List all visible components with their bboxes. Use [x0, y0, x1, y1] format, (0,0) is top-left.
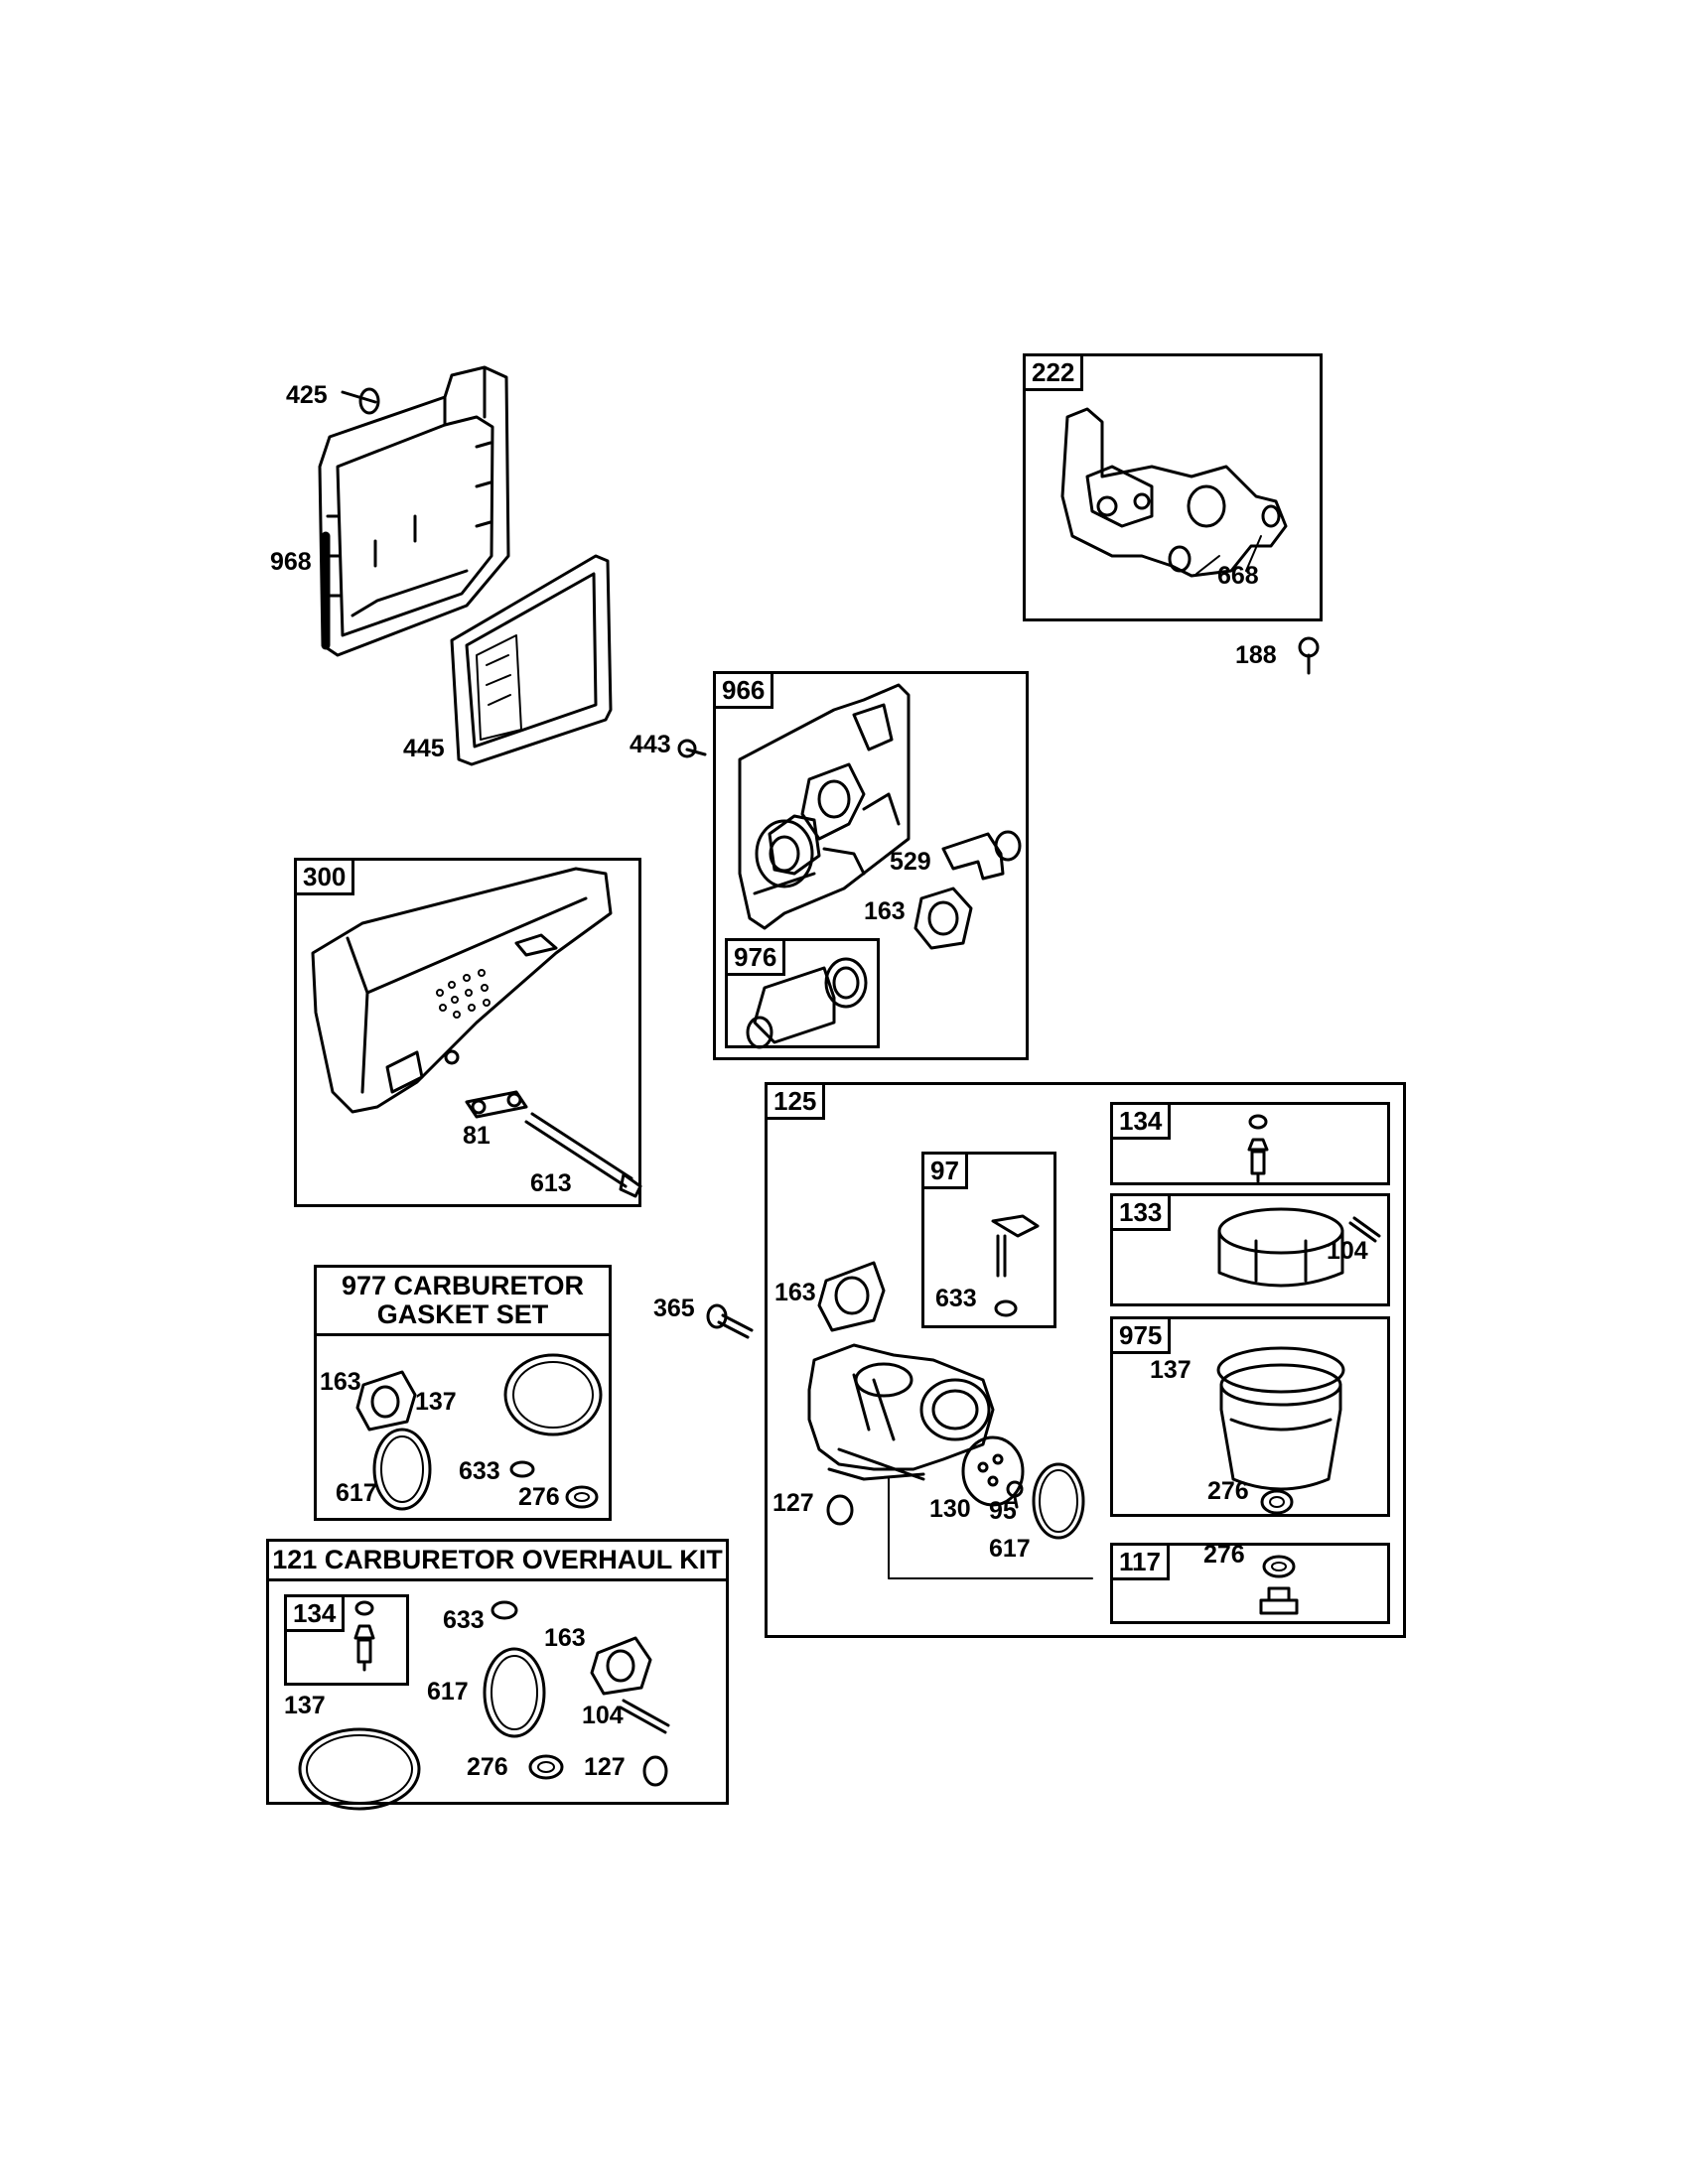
needle-134-drawing	[1247, 1114, 1269, 1183]
part-label-104-box133: 104	[1327, 1237, 1368, 1265]
part-label-163-overhaul: 163	[544, 1624, 586, 1652]
box-977-gasket-set: 977 CARBURETOR GASKET SET	[314, 1265, 612, 1521]
part-label-633-gasket-set: 633	[459, 1457, 500, 1485]
box-117: 117	[1110, 1543, 1390, 1624]
box-134-overhaul-label: 134	[287, 1597, 346, 1632]
box-976: 976	[725, 938, 880, 1048]
part-label-81: 81	[463, 1122, 491, 1150]
box-117-label: 117	[1113, 1546, 1170, 1580]
box-976-label: 976	[728, 941, 786, 976]
washer-276-b-drawing	[1262, 1555, 1296, 1578]
part-label-445: 445	[403, 735, 445, 762]
box-222: 222	[1023, 353, 1323, 621]
shaft-97-drawing	[991, 1214, 1040, 1317]
part-label-613: 613	[530, 1169, 572, 1197]
screw-425-drawing	[341, 387, 380, 415]
screw-95-drawing	[1006, 1480, 1024, 1509]
part-label-127-overhaul: 127	[584, 1753, 626, 1781]
bracket-81-and-pin-613-drawing	[465, 1090, 642, 1198]
governor-bracket-222-drawing	[1060, 407, 1288, 578]
box-133-label: 133	[1113, 1196, 1172, 1231]
box-133: 133	[1110, 1193, 1390, 1306]
gasket-163-box125-drawing	[817, 1261, 886, 1332]
part-label-276-overhaul: 276	[467, 1753, 508, 1781]
part-label-276-gasket-set: 276	[518, 1483, 560, 1511]
intake-plate-966-drawing	[738, 683, 911, 930]
box-300-label: 300	[297, 861, 355, 895]
box-125-label: 125	[768, 1085, 826, 1120]
box-300: 300	[294, 858, 641, 1207]
air-cleaner-base-968-drawing	[318, 365, 510, 657]
part-label-443: 443	[630, 731, 671, 758]
part-label-95: 95	[989, 1497, 1017, 1525]
part-label-137-gasket-set: 137	[415, 1388, 457, 1416]
part-label-633-box97: 633	[935, 1285, 977, 1312]
float-bowl-975-drawing	[1216, 1346, 1345, 1491]
gasket-set-title-line2: GASKET SET	[376, 1299, 549, 1329]
washer-276-drawing	[1260, 1489, 1294, 1515]
box-134-overhaul: 134	[284, 1594, 409, 1686]
part-label-127-box125: 127	[772, 1489, 814, 1517]
air-filter-445-drawing	[450, 554, 613, 766]
screw-188-drawing	[1298, 636, 1320, 675]
float-133-drawing	[1217, 1207, 1381, 1288]
part-label-529: 529	[890, 848, 931, 876]
gasket-set-title: 977 CARBURETOR GASKET SET	[317, 1268, 609, 1336]
part-label-633-overhaul: 633	[443, 1606, 485, 1634]
box-121-overhaul-kit: 121 CARBURETOR OVERHAUL KIT	[266, 1539, 729, 1805]
part-label-163-box125: 163	[774, 1279, 816, 1306]
part-label-276-box975: 276	[1207, 1477, 1249, 1505]
part-label-365: 365	[653, 1295, 695, 1322]
part-label-617-box125: 617	[989, 1535, 1031, 1563]
part-label-163: 163	[864, 897, 906, 925]
elbow-529-drawing	[941, 830, 1022, 881]
muffler-300-drawing	[311, 867, 613, 1114]
part-label-163-gasket-set: 163	[320, 1368, 361, 1396]
overhaul-kit-title: 121 CARBURETOR OVERHAUL KIT	[269, 1542, 726, 1581]
box-97-label: 97	[924, 1155, 968, 1189]
part-label-104-overhaul: 104	[582, 1702, 624, 1729]
gasket-set-977-parts-drawing	[355, 1353, 603, 1511]
box-966-label: 966	[716, 674, 774, 709]
box-134-125: 134	[1110, 1102, 1390, 1185]
gasket-set-title-line1: 977 CARBURETOR	[341, 1271, 585, 1300]
part-label-276-box117: 276	[1203, 1541, 1245, 1569]
part-label-617-gasket-set: 617	[336, 1479, 377, 1507]
part-label-668: 668	[1217, 562, 1259, 590]
box-975-label: 975	[1113, 1319, 1172, 1354]
part-label-130: 130	[929, 1495, 971, 1523]
carburetor-body-125-drawing	[807, 1343, 1093, 1579]
gasket-163-drawing	[913, 887, 973, 950]
part-label-188: 188	[1235, 641, 1277, 669]
box-125: 125	[765, 1082, 1406, 1638]
box-222-label: 222	[1026, 356, 1084, 391]
screw-443-drawing	[677, 739, 707, 758]
part-label-968: 968	[270, 548, 312, 576]
diaphragm-130-drawing	[961, 1435, 1025, 1507]
bolt-117-drawing	[1259, 1586, 1299, 1615]
box-966: 966	[713, 671, 1029, 1060]
plug-127-drawing	[826, 1494, 854, 1526]
part-label-137-overhaul: 137	[284, 1692, 326, 1719]
box-975: 975	[1110, 1316, 1390, 1517]
box-97: 97	[921, 1152, 1056, 1328]
part-label-425: 425	[286, 381, 328, 409]
overhaul-kit-121-parts-drawing	[298, 1600, 670, 1811]
box-134-label: 134	[1113, 1105, 1172, 1140]
screw-365-drawing	[706, 1303, 754, 1339]
part-label-617-overhaul: 617	[427, 1678, 469, 1706]
o-ring-617-drawing	[1032, 1462, 1085, 1540]
part-label-137-box975: 137	[1150, 1356, 1192, 1384]
